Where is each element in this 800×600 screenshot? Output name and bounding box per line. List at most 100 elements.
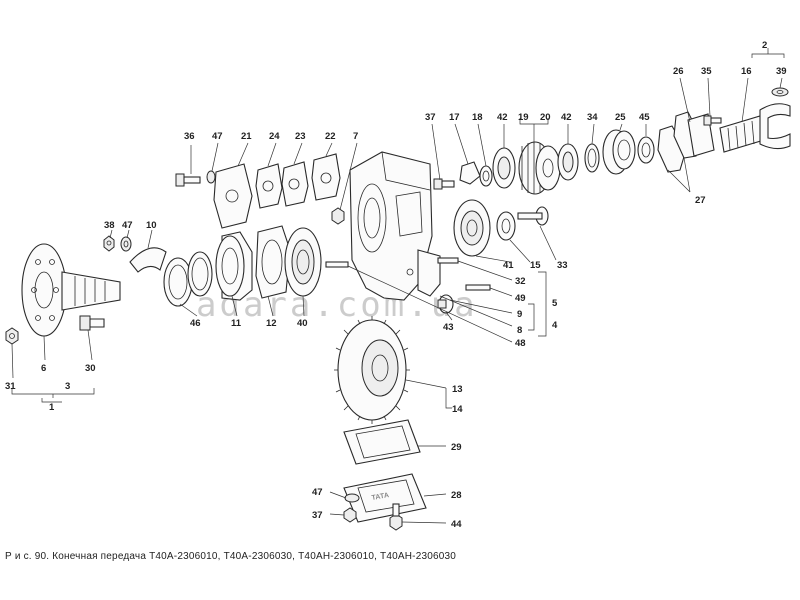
shim-22-part xyxy=(311,153,341,201)
label-15: 15 xyxy=(530,260,541,271)
shim-24-part xyxy=(255,163,283,209)
bolt-35-part xyxy=(703,115,722,126)
label-35: 35 xyxy=(701,66,712,77)
lock-washer-17-part xyxy=(459,161,481,185)
gasket-12-part xyxy=(255,225,291,299)
label-33: 33 xyxy=(557,260,568,271)
label-17: 17 xyxy=(449,112,460,123)
label-48: 48 xyxy=(515,338,526,349)
label-47b: 47 xyxy=(122,220,133,231)
ring-46-part xyxy=(163,251,213,307)
label-45: 45 xyxy=(639,112,650,123)
stud-48-part xyxy=(325,261,349,268)
label-5: 5 xyxy=(552,298,558,309)
label-26: 26 xyxy=(673,66,684,77)
label-47c: 47 xyxy=(312,487,323,498)
gasket-29-part xyxy=(343,419,421,465)
gear-19-20-part xyxy=(518,141,561,195)
label-42a: 42 xyxy=(497,112,508,123)
label-20: 20 xyxy=(540,112,551,123)
yoke-16-part xyxy=(719,103,791,153)
label-13: 13 xyxy=(452,384,463,395)
label-28: 28 xyxy=(451,490,462,501)
label-18: 18 xyxy=(472,112,483,123)
bolt-36-part xyxy=(175,173,201,187)
label-4: 4 xyxy=(552,320,558,331)
gear-13-part xyxy=(334,316,410,424)
label-40: 40 xyxy=(297,318,308,329)
label-14: 14 xyxy=(452,404,463,415)
label-47a: 47 xyxy=(212,131,223,142)
label-2: 2 xyxy=(762,40,767,51)
label-38: 38 xyxy=(104,220,115,231)
label-10: 10 xyxy=(146,220,157,231)
bearing-42b-part xyxy=(557,143,579,181)
label-27: 27 xyxy=(695,195,706,206)
washer-39-part xyxy=(771,87,789,97)
ring-15-part xyxy=(496,211,516,241)
ring-18-part xyxy=(479,165,493,187)
label-22: 22 xyxy=(325,131,336,142)
cover-21-part xyxy=(213,163,253,229)
figure-caption: Р и с. 90. Конечная передача Т40А-230601… xyxy=(5,551,457,562)
shim-23-part xyxy=(281,161,309,207)
bearing-40-part xyxy=(284,227,322,297)
label-3: 3 xyxy=(65,381,70,392)
label-11: 11 xyxy=(231,318,242,329)
label-29: 29 xyxy=(451,442,462,453)
label-7: 7 xyxy=(353,131,358,142)
ring-45-part xyxy=(637,136,655,164)
nut-38-part xyxy=(103,235,115,252)
label-30: 30 xyxy=(85,363,96,374)
ring-34-part xyxy=(584,143,600,173)
bolt-30-part xyxy=(79,315,105,331)
nut-31-part xyxy=(5,327,19,345)
bearing-42-part xyxy=(492,147,516,189)
bolt-37-bottom-part xyxy=(343,507,357,523)
label-31: 31 xyxy=(5,381,16,392)
label-34: 34 xyxy=(587,112,598,123)
label-21: 21 xyxy=(241,131,252,142)
label-8: 8 xyxy=(517,325,522,336)
cup-11-part xyxy=(215,231,253,301)
label-44: 44 xyxy=(451,519,462,530)
label-32: 32 xyxy=(515,276,526,287)
bolt-37-top-part xyxy=(433,178,455,190)
bolt-44-part xyxy=(389,503,403,531)
label-37a: 37 xyxy=(425,112,436,123)
final-drive-housing xyxy=(349,151,441,301)
leader-lines xyxy=(11,48,785,524)
bearing-41-part xyxy=(453,199,491,257)
pin-33-part xyxy=(517,206,549,226)
label-24: 24 xyxy=(269,131,280,142)
stud-49-part xyxy=(465,284,491,291)
svg-text:ТАТА: ТАТА xyxy=(371,492,389,502)
washer-47c-part xyxy=(344,493,360,503)
label-23: 23 xyxy=(295,131,306,142)
label-46: 46 xyxy=(190,318,201,329)
label-16: 16 xyxy=(741,66,752,77)
label-1: 1 xyxy=(49,402,55,413)
label-6: 6 xyxy=(41,363,46,374)
washer-47-part xyxy=(120,236,132,252)
label-42b: 42 xyxy=(561,112,572,123)
washer-47b-part xyxy=(206,170,216,184)
plug-43-part xyxy=(437,294,454,314)
label-41: 41 xyxy=(503,260,514,271)
stud-32-part xyxy=(437,257,459,264)
cup-25-part xyxy=(602,129,636,175)
bolt-7-part xyxy=(331,207,345,225)
label-19: 19 xyxy=(518,112,529,123)
hub-flange-part xyxy=(21,243,121,337)
label-36: 36 xyxy=(184,131,195,142)
label-43: 43 xyxy=(443,322,454,333)
label-39: 39 xyxy=(776,66,787,77)
part-number-labels: 36 47 21 24 23 22 7 38 47 10 46 11 12 40… xyxy=(5,40,787,530)
label-9: 9 xyxy=(517,309,522,320)
label-49: 49 xyxy=(515,293,526,304)
label-25: 25 xyxy=(615,112,626,123)
retainer-10-part xyxy=(129,247,167,273)
label-37b: 37 xyxy=(312,510,323,521)
label-12: 12 xyxy=(266,318,277,329)
